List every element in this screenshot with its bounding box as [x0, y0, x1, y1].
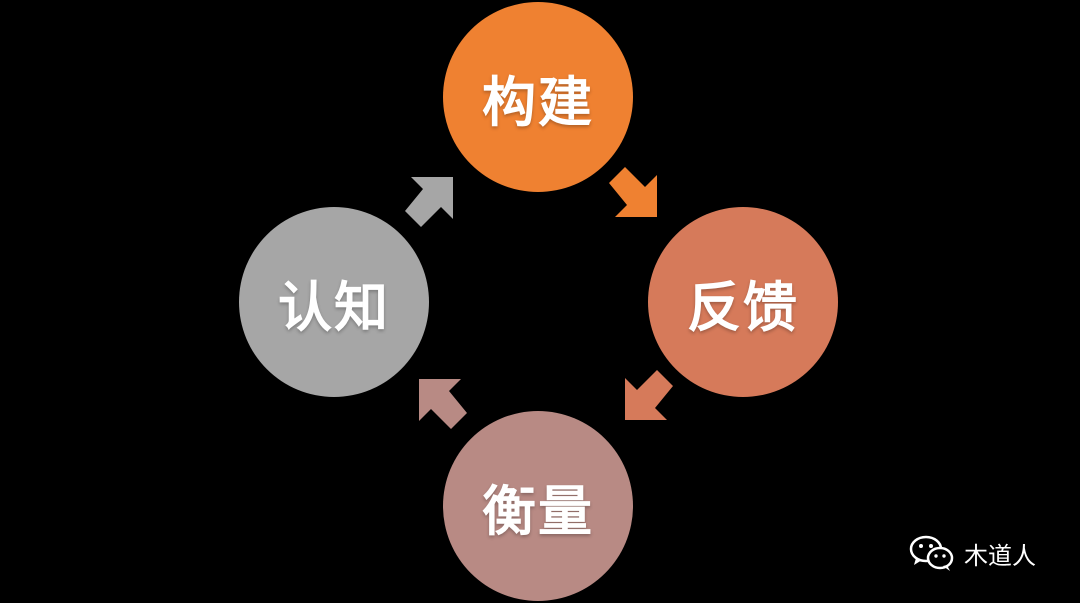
node-build-label: 构建: [482, 70, 594, 134]
arrow-up-left-icon: [419, 379, 467, 429]
node-measure-label: 衡量: [482, 479, 594, 543]
arrow-down-left-icon: [625, 370, 673, 420]
watermark: 木道人: [908, 533, 1036, 573]
wechat-icon: [909, 535, 954, 571]
node-cognition: 认知: [239, 207, 429, 397]
node-build: 构建: [443, 2, 633, 192]
node-feedback-label: 反馈: [687, 275, 799, 339]
arrow-up-right-icon: [405, 177, 453, 227]
node-feedback: 反馈: [648, 207, 838, 397]
node-measure: 衡量: [443, 411, 633, 601]
watermark-text: 木道人: [964, 541, 1036, 570]
arrow-down-right-icon: [609, 167, 657, 217]
node-cognition-label: 认知: [278, 275, 390, 339]
